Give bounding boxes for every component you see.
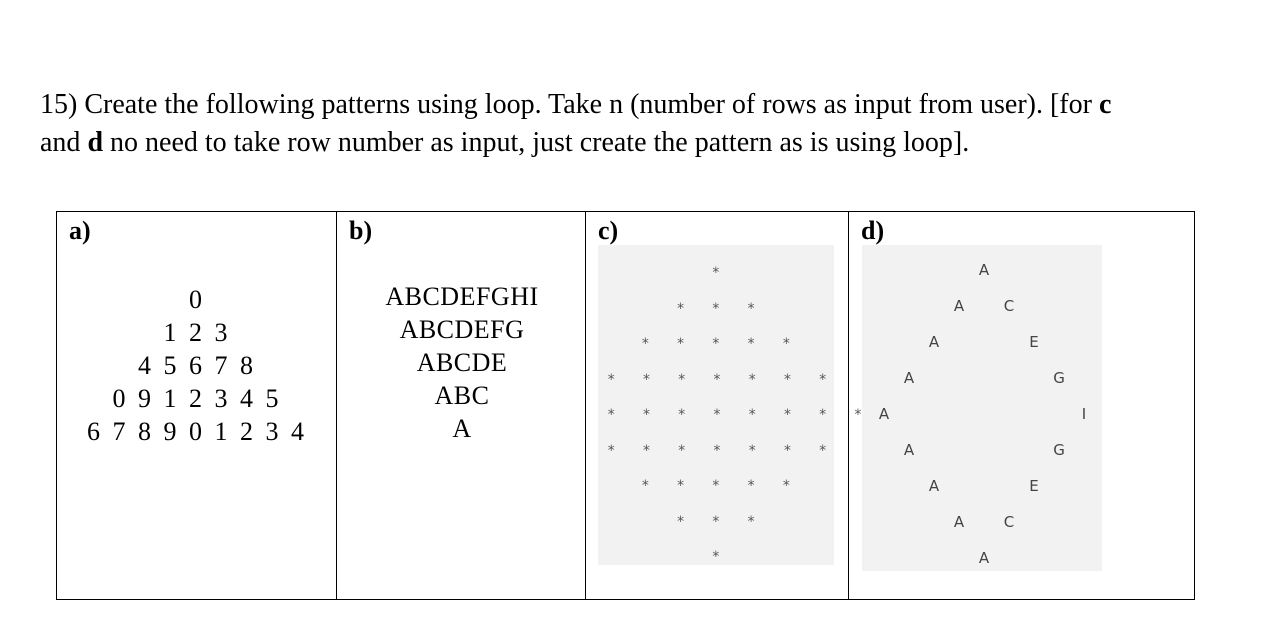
- pattern-b-row: ABC: [434, 381, 490, 410]
- column-divider: [336, 212, 337, 599]
- pattern-d-right-letter: G: [1053, 441, 1065, 459]
- pattern-d-left-letter: A: [978, 549, 990, 567]
- pattern-c-row: *: [711, 549, 730, 565]
- pattern-c-row: * * * * * * *: [607, 442, 837, 459]
- label-d: d): [861, 216, 885, 245]
- pattern-a-row: 4 5 6 7 8: [138, 351, 256, 380]
- column-divider: [585, 212, 586, 599]
- pattern-c-star-diamond: * * * * * * * * * * * * * * * * * * * * * * …: [598, 245, 907, 565]
- column-divider: [848, 212, 849, 599]
- pattern-d-right-letter: E: [1029, 477, 1039, 495]
- pattern-a-row: 6 7 8 9 0 1 2 3 4: [87, 417, 307, 446]
- pattern-a-row: 0 9 1 2 3 4 5: [112, 384, 282, 413]
- question-line-2-bold: d: [87, 127, 104, 158]
- pattern-b-letter-triangle: ABCDEFGHI ABCDEFG ABCDE ABC A: [338, 280, 586, 445]
- pattern-d-right-letter: G: [1053, 369, 1065, 387]
- pattern-b-row: ABCDEFGHI: [385, 282, 539, 311]
- question-line-1: 15) Create the following patterns using …: [40, 89, 1112, 120]
- pattern-a-number-pyramid: 0 1 2 3 4 5 6 7 8 0 9 1 2 3 4 5 6 7 8 9 0 1 …: [57, 283, 337, 448]
- pattern-c-row: * * *: [676, 300, 765, 317]
- pattern-c-row: *: [711, 265, 730, 281]
- pattern-d-left-letter: A: [903, 441, 915, 459]
- patterns-table: a) b) c) d) 0 1 2 3 4 5 6 7 8 0 9 1 2 3 4 5…: [56, 211, 1195, 600]
- pattern-d-right-letter: E: [1029, 333, 1039, 351]
- pattern-d-left-letter: A: [928, 477, 940, 495]
- label-c: c): [598, 216, 619, 245]
- pattern-b-row: A: [452, 414, 472, 443]
- pattern-d-left-letter: A: [953, 513, 965, 531]
- label-b: b): [349, 216, 373, 245]
- pattern-c-row: * * *: [676, 513, 765, 530]
- label-a: a): [69, 216, 91, 245]
- pattern-d-left-letter: A: [928, 333, 940, 351]
- question-line-2: and d no need to take row number as inpu…: [40, 127, 970, 158]
- pattern-b-row: ABCDE: [416, 348, 508, 377]
- pattern-d-left-letter: A: [903, 369, 915, 387]
- pattern-d-left-letter: A: [978, 261, 990, 279]
- pattern-d-right-letter: C: [1003, 513, 1015, 531]
- pattern-d-right-letter: I: [1081, 405, 1087, 423]
- pattern-d-right-letter: C: [1003, 297, 1015, 315]
- question-text: 15) Create the following patterns using …: [40, 86, 1240, 162]
- pattern-c-row: * * * * * * * * *: [607, 407, 907, 423]
- pattern-d-left-letter: A: [878, 405, 890, 423]
- pattern-c-row: * * * * * * *: [607, 371, 837, 388]
- pattern-c-row: * * * * *: [641, 336, 800, 352]
- pattern-d-left-letter: A: [953, 297, 965, 315]
- pattern-c-row: * * * * *: [641, 478, 800, 494]
- pattern-a-row: 0: [189, 285, 205, 314]
- pattern-b-row: ABCDEFG: [399, 315, 525, 344]
- pattern-a-row: 1 2 3: [163, 318, 231, 347]
